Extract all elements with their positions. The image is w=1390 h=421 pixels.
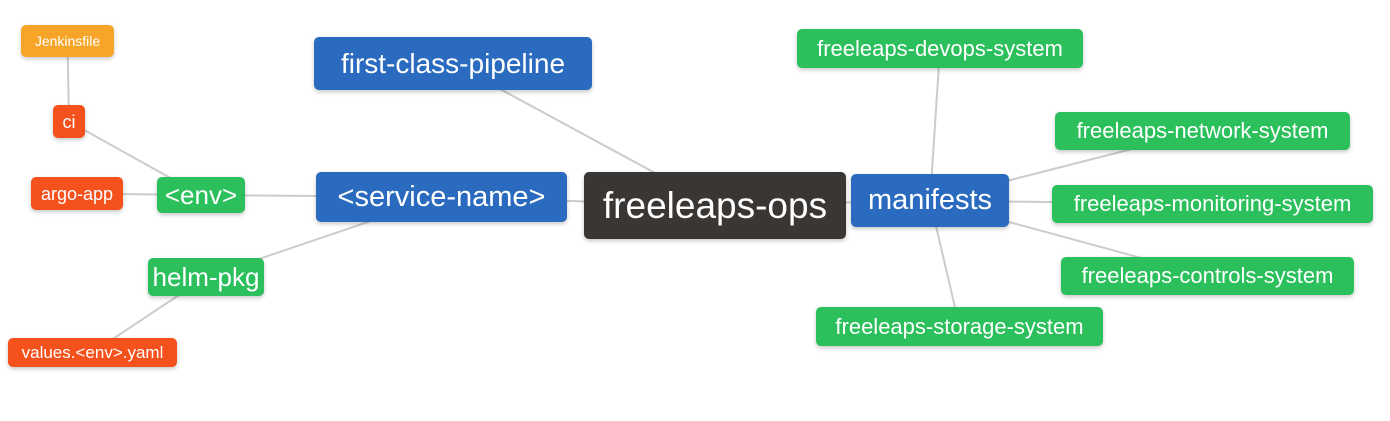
- mindmap-node-devops-system[interactable]: freeleaps-devops-system: [797, 29, 1083, 68]
- mindmap-node-argo-app[interactable]: argo-app: [31, 177, 123, 210]
- mindmap-node-ci[interactable]: ci: [53, 105, 85, 138]
- mindmap-node-service-name[interactable]: <service-name>: [316, 172, 567, 222]
- mindmap-node-monitoring-system[interactable]: freeleaps-monitoring-system: [1052, 185, 1373, 223]
- mindmap-node-storage-system[interactable]: freeleaps-storage-system: [816, 307, 1103, 346]
- mindmap-node-first-class-pipeline[interactable]: first-class-pipeline: [314, 37, 592, 90]
- mindmap-node-env[interactable]: <env>: [157, 177, 245, 213]
- mindmap-node-helm-pkg[interactable]: helm-pkg: [148, 258, 264, 296]
- mindmap-node-jenkinsfile[interactable]: Jenkinsfile: [21, 25, 114, 57]
- mindmap-node-values-env-yaml[interactable]: values.<env>.yaml: [8, 338, 177, 367]
- mindmap-node-manifests[interactable]: manifests: [851, 174, 1009, 227]
- mindmap-node-network-system[interactable]: freeleaps-network-system: [1055, 112, 1350, 150]
- mindmap-node-freeleaps-ops[interactable]: freeleaps-ops: [584, 172, 846, 239]
- mindmap-node-controls-system[interactable]: freeleaps-controls-system: [1061, 257, 1354, 295]
